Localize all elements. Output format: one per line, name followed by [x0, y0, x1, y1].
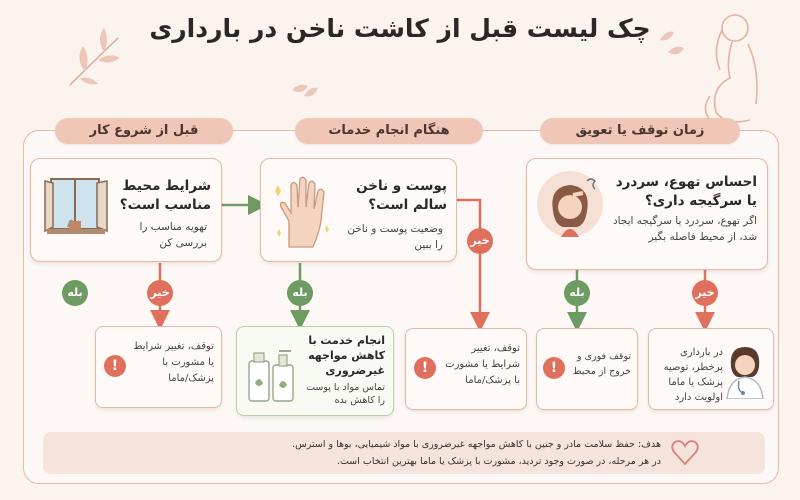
leaf-branch-icon — [69, 28, 120, 86]
result-stop-skin: ! توقف، تغییر شرایط یا مشورت با پزشک/مام… — [405, 328, 527, 410]
yes-badge: بله — [564, 280, 590, 306]
arrow-skin-no — [455, 198, 490, 332]
skin-nail-hint: وضعیت پوست و ناخن را ببین — [347, 223, 443, 251]
cosmetic-bottles-icon — [245, 343, 297, 405]
goal-footer: هدف: حفظ سلامت مادر و جنین با کاهش مواجه… — [43, 432, 765, 474]
result-proceed: انجام خدمت با کاهش مواجهه غیرضروری تماس … — [236, 326, 394, 416]
no-badge: خیر — [147, 280, 173, 306]
dizzy-woman-icon — [537, 171, 603, 237]
result-proceed-title: انجام خدمت با کاهش مواجهه غیرضروری — [308, 334, 385, 377]
result-stop-exit-text: توقف فوری و خروج از محیط — [572, 351, 631, 377]
phase-stop-pill: زمان توقف یا تعویق — [540, 118, 740, 144]
warning-icon: ! — [414, 357, 436, 379]
result-proceed-text: تماس مواد با پوست را کاهش بده — [306, 382, 385, 406]
warning-icon: ! — [543, 357, 565, 379]
result-stop-environment: ! توقف، تغییر شرایط یا مشورت با پزشک/مام… — [95, 326, 222, 408]
result-stop-environment-text: توقف، تغییر شرایط یا مشورت با پزشک/ماما — [133, 341, 214, 384]
window-icon — [41, 175, 111, 239]
warning-icon: ! — [104, 355, 126, 377]
leaf-sprig-icon — [660, 31, 684, 55]
no-badge: خیر — [692, 280, 718, 306]
yes-badge: بله — [62, 280, 88, 306]
hand-icon — [267, 171, 337, 251]
result-high-risk: در بارداری پرخطر، توصیه پزشک یا ماما اول… — [648, 328, 774, 410]
environment-question: شرایط محیط مناسب است؟ — [119, 178, 211, 213]
environment-card: شرایط محیط مناسب است؟ تهویه مناسب را برر… — [30, 158, 222, 262]
doctor-icon — [723, 343, 767, 400]
advice-text: در هر مرحله، در صورت وجود تردید، مشورت ب… — [336, 456, 661, 467]
no-badge: خیر — [467, 228, 493, 254]
goal-text: هدف: حفظ سلامت مادر و جنین با کاهش مواجه… — [292, 439, 661, 450]
result-stop-exit: ! توقف فوری و خروج از محیط — [536, 328, 638, 410]
page-title: چک لیست قبل از کاشت ناخن در بارداری — [149, 14, 651, 43]
result-high-risk-text: در بارداری پرخطر، توصیه پزشک یا ماما اول… — [663, 347, 723, 403]
skin-nail-question: پوست و ناخن سالم است؟ — [356, 178, 447, 213]
symptoms-question: احساس تهوع، سردرد یا سرگیجه داری؟ — [615, 174, 757, 209]
yes-badge: بله — [287, 280, 313, 306]
symptoms-hint: اگر تهوع، سردرد یا سرگیجه ایجاد شد، از م… — [612, 215, 757, 243]
result-stop-skin-text: توقف، تغییر شرایط یا مشورت با پزشک/ماما — [445, 343, 520, 386]
skin-nail-card: پوست و ناخن سالم است؟ وضعیت پوست و ناخن … — [260, 158, 457, 262]
heart-icon — [671, 440, 699, 466]
phase-during-pill: هنگام انجام خدمات — [295, 118, 483, 144]
phase-before-pill: قبل از شروع کار — [55, 118, 233, 144]
symptoms-card: احساس تهوع، سردرد یا سرگیجه داری؟ اگر ته… — [526, 158, 768, 270]
environment-hint: تهویه مناسب را بررسی کن — [139, 221, 207, 249]
leaf-sprig-icon — [292, 84, 318, 97]
